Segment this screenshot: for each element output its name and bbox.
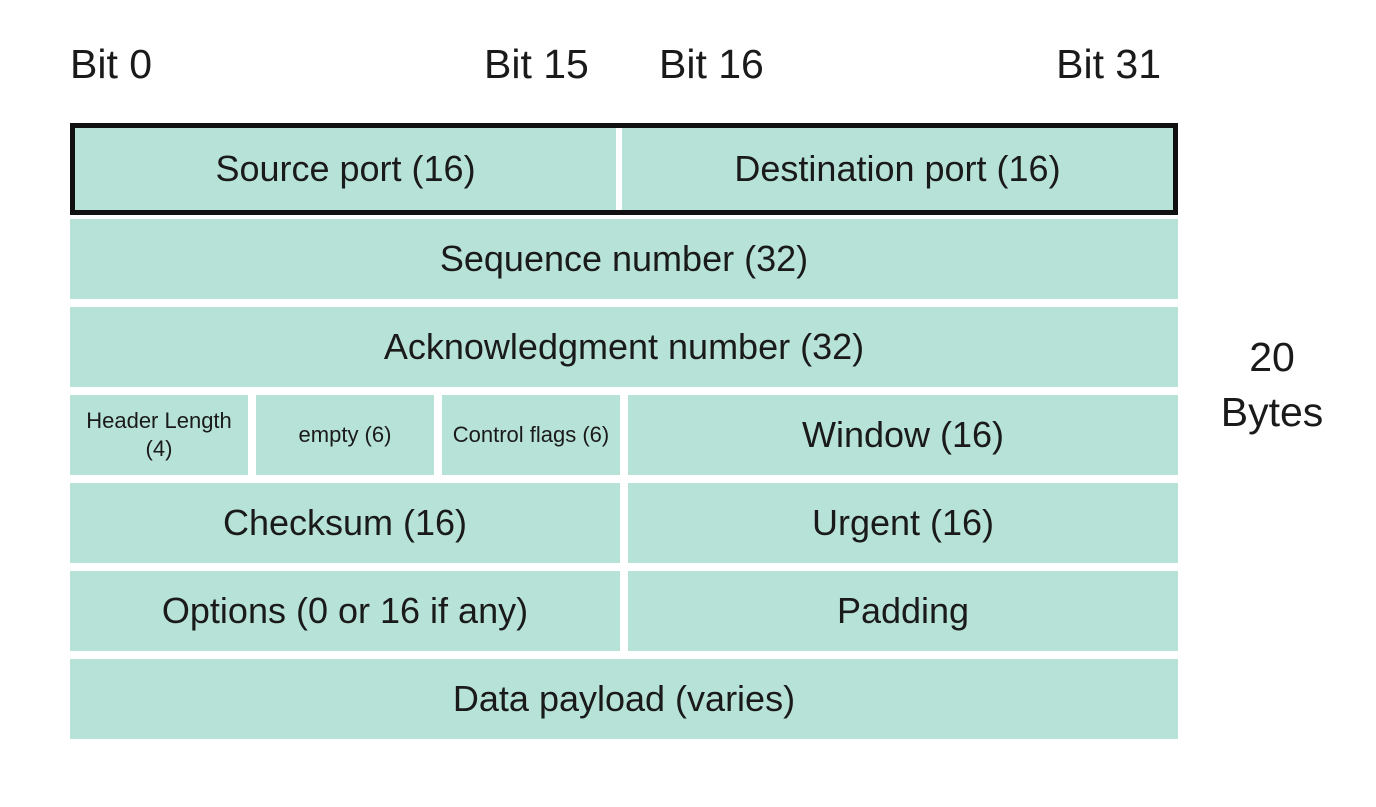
bit-0-label: Bit 0 bbox=[70, 41, 153, 87]
window-field: Window (16) bbox=[628, 395, 1178, 475]
checksum-field: Checksum (16) bbox=[70, 483, 620, 563]
control-flags-field: Control flags (6) bbox=[442, 395, 620, 475]
header-size-unit: Bytes bbox=[1220, 389, 1324, 435]
flags-window-row: Header Length (4) empty (6) Control flag… bbox=[70, 395, 1178, 475]
bit-31-label: Bit 31 bbox=[1056, 41, 1161, 87]
bit-15-label: Bit 15 bbox=[484, 41, 589, 87]
source-port-field: Source port (16) bbox=[75, 128, 622, 210]
payload-row: Data payload (varies) bbox=[70, 659, 1178, 739]
header-size-number: 20 bbox=[1249, 334, 1295, 380]
empty-field: empty (6) bbox=[256, 395, 434, 475]
urgent-field: Urgent (16) bbox=[628, 483, 1178, 563]
header-size-label: 20 Bytes bbox=[1212, 330, 1332, 440]
padding-field: Padding bbox=[628, 571, 1178, 651]
destination-port-field: Destination port (16) bbox=[622, 128, 1173, 210]
options-padding-row: Options (0 or 16 if any) Padding bbox=[70, 571, 1178, 651]
checksum-urgent-row: Checksum (16) Urgent (16) bbox=[70, 483, 1178, 563]
port-row-highlighted: Source port (16) Destination port (16) bbox=[70, 123, 1178, 215]
tcp-header-diagram: Source port (16) Destination port (16) S… bbox=[70, 123, 1178, 739]
sequence-row: Sequence number (32) bbox=[70, 219, 1178, 299]
data-payload-field: Data payload (varies) bbox=[70, 659, 1178, 739]
acknowledgment-number-field: Acknowledgment number (32) bbox=[70, 307, 1178, 387]
options-field: Options (0 or 16 if any) bbox=[70, 571, 620, 651]
acknowledgment-row: Acknowledgment number (32) bbox=[70, 307, 1178, 387]
header-length-field: Header Length (4) bbox=[70, 395, 248, 475]
sequence-number-field: Sequence number (32) bbox=[70, 219, 1178, 299]
bit-16-label: Bit 16 bbox=[659, 41, 764, 87]
